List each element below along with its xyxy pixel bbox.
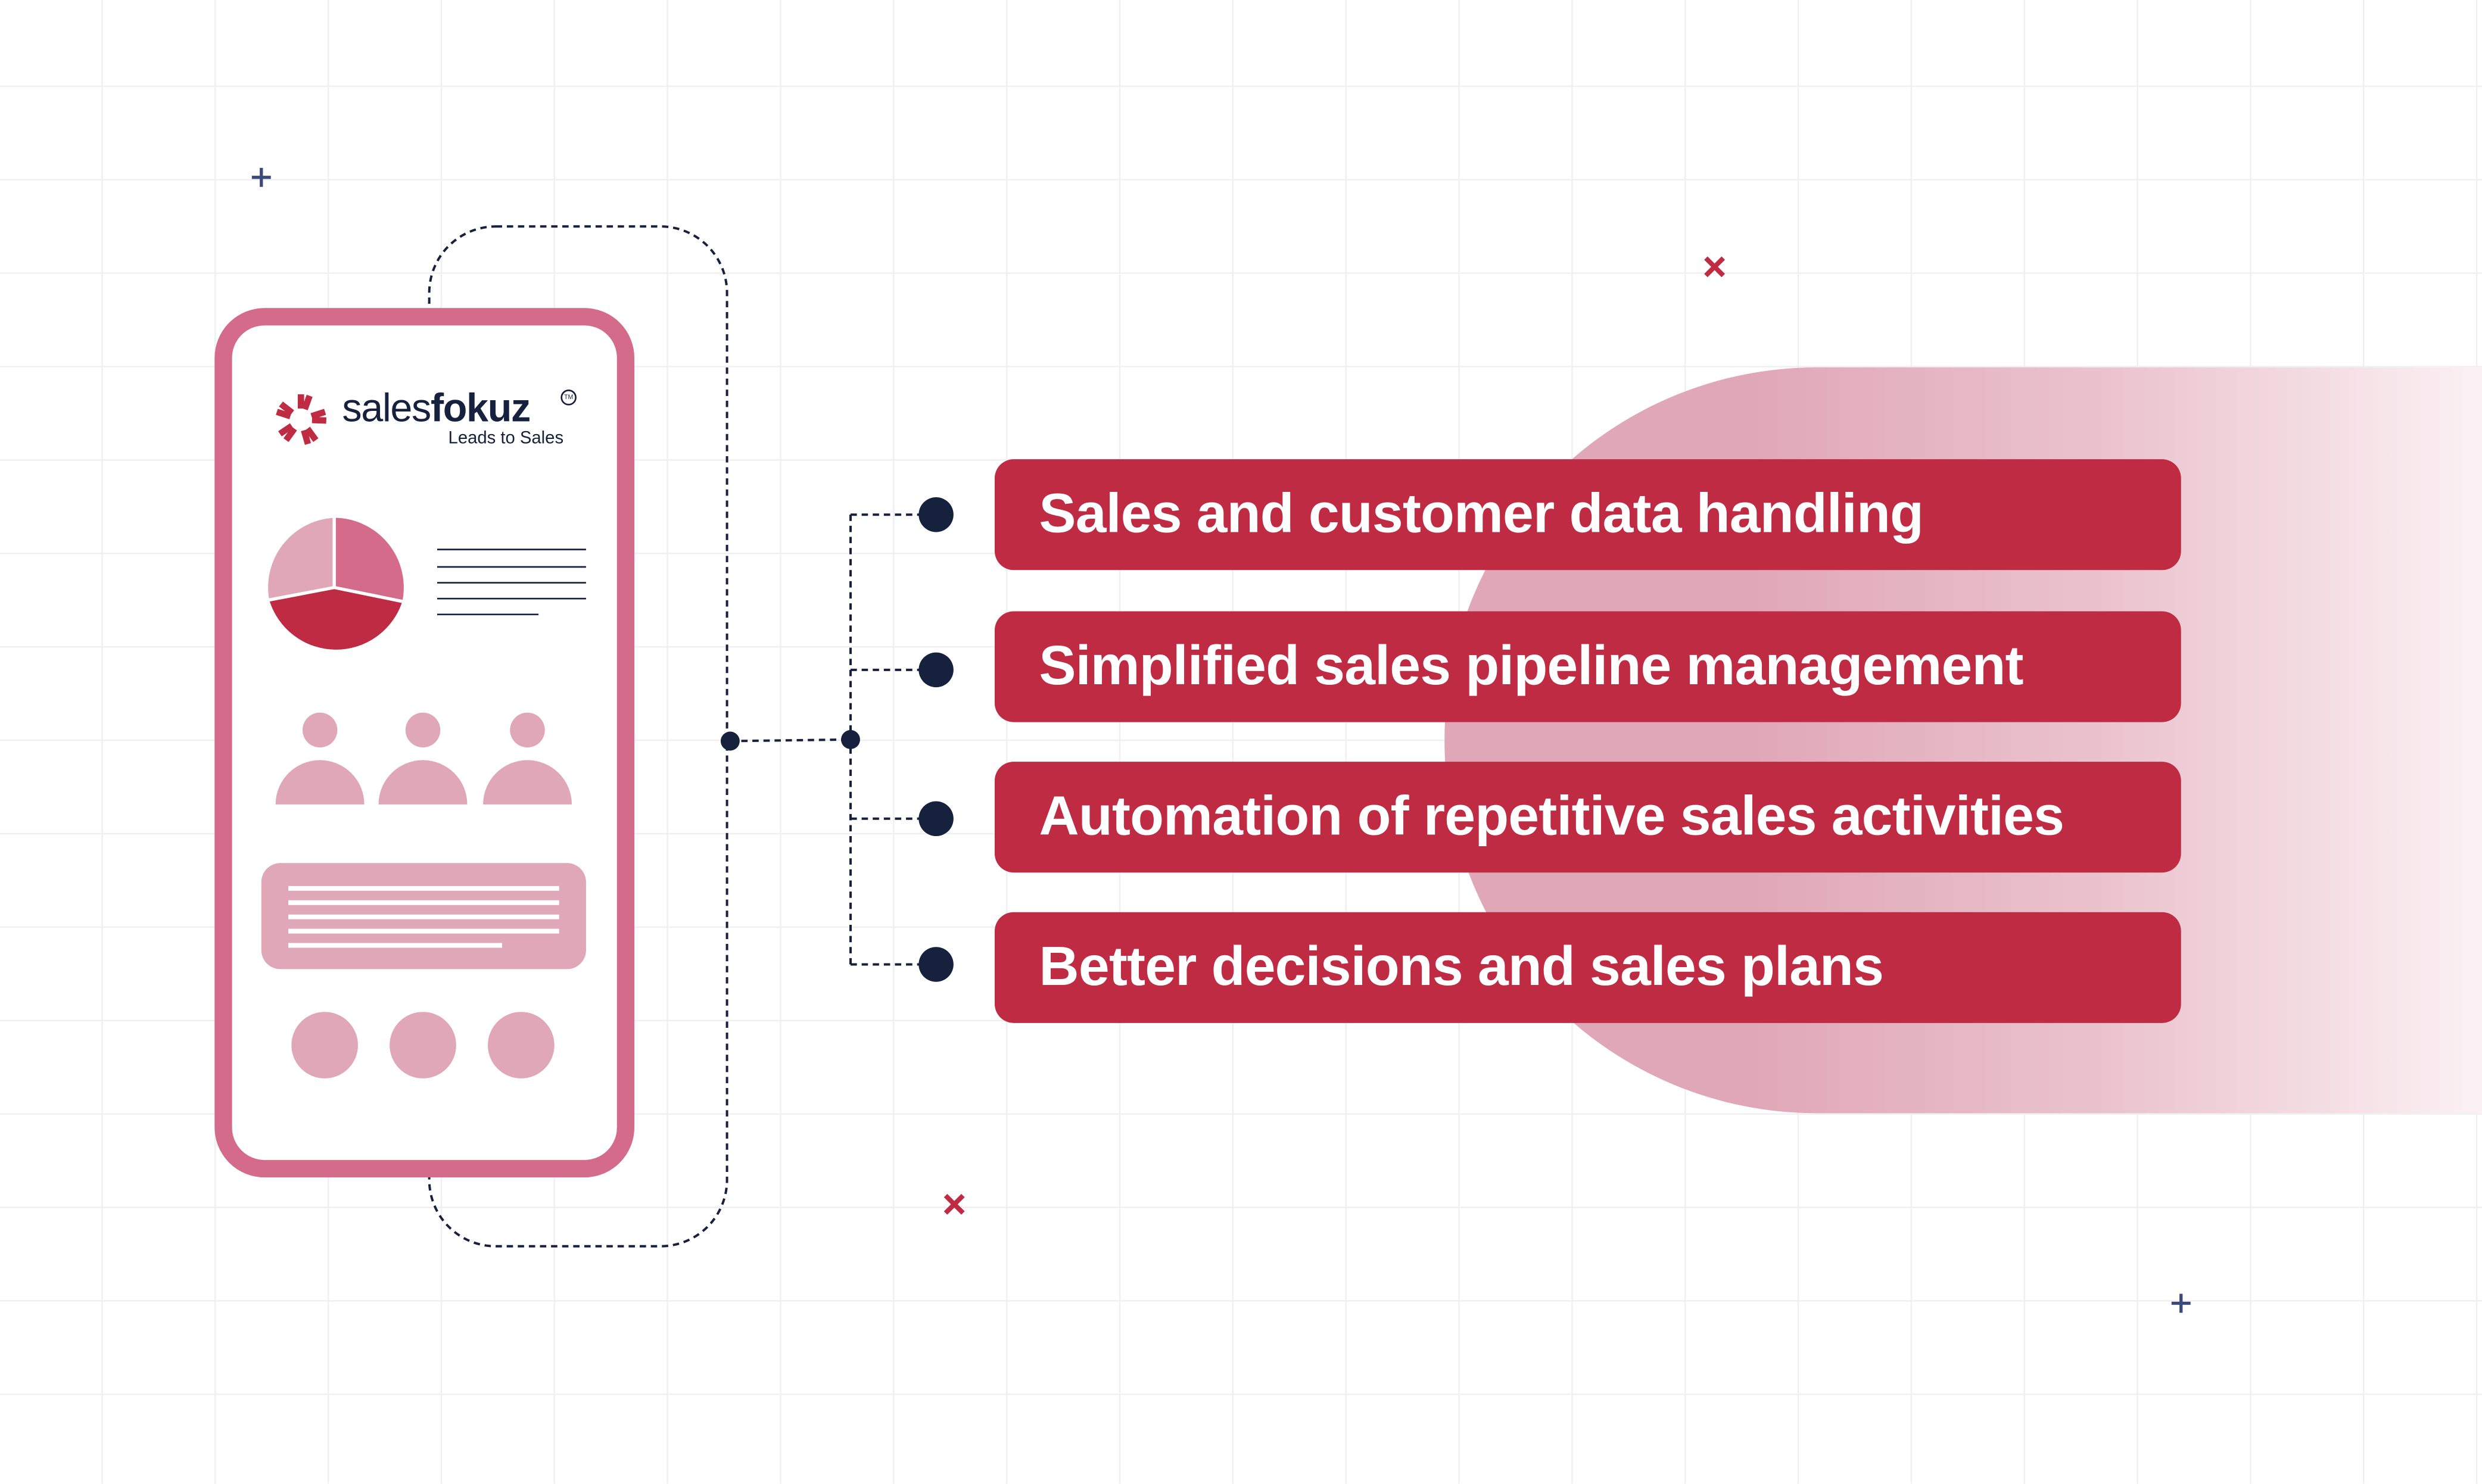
pie-chart-icon: [264, 515, 407, 653]
user-icon: [378, 712, 468, 805]
circle-button-icon: [390, 1012, 456, 1078]
bullet-dot: [918, 801, 954, 837]
user-icon: [483, 712, 572, 805]
cross-icon: [943, 1193, 965, 1215]
brand-bold: fokuz: [430, 386, 531, 431]
cross-icon: [1704, 256, 1726, 278]
plus-icon: [2171, 1293, 2191, 1313]
bullet-dot: [918, 947, 954, 982]
brand-tagline: Leads to Sales: [448, 429, 564, 448]
logo-mark-icon: [276, 394, 326, 445]
text-lines: [437, 548, 586, 616]
feature-item: Automation of repetitive sales activitie…: [994, 762, 2181, 873]
brand-light: sales: [342, 386, 431, 431]
bullet-dot: [918, 652, 954, 688]
feature-item: Sales and customer data handling: [994, 459, 2181, 570]
connector-lines: [730, 513, 936, 966]
feature-item: Better decisions and sales plans: [994, 912, 2181, 1023]
user-icon: [275, 712, 365, 805]
bullet-dot: [918, 497, 954, 532]
feature-item: Simplified sales pipeline management: [994, 611, 2181, 722]
plus-icon: [251, 167, 271, 187]
circle-button-icon: [488, 1012, 555, 1078]
circle-button-icon: [291, 1012, 358, 1078]
node-dot: [841, 729, 860, 749]
brand-logo: salesfokuz: [342, 386, 531, 432]
card-lines: [288, 886, 559, 948]
node-dot: [720, 731, 740, 751]
trademark: TM: [560, 389, 577, 406]
